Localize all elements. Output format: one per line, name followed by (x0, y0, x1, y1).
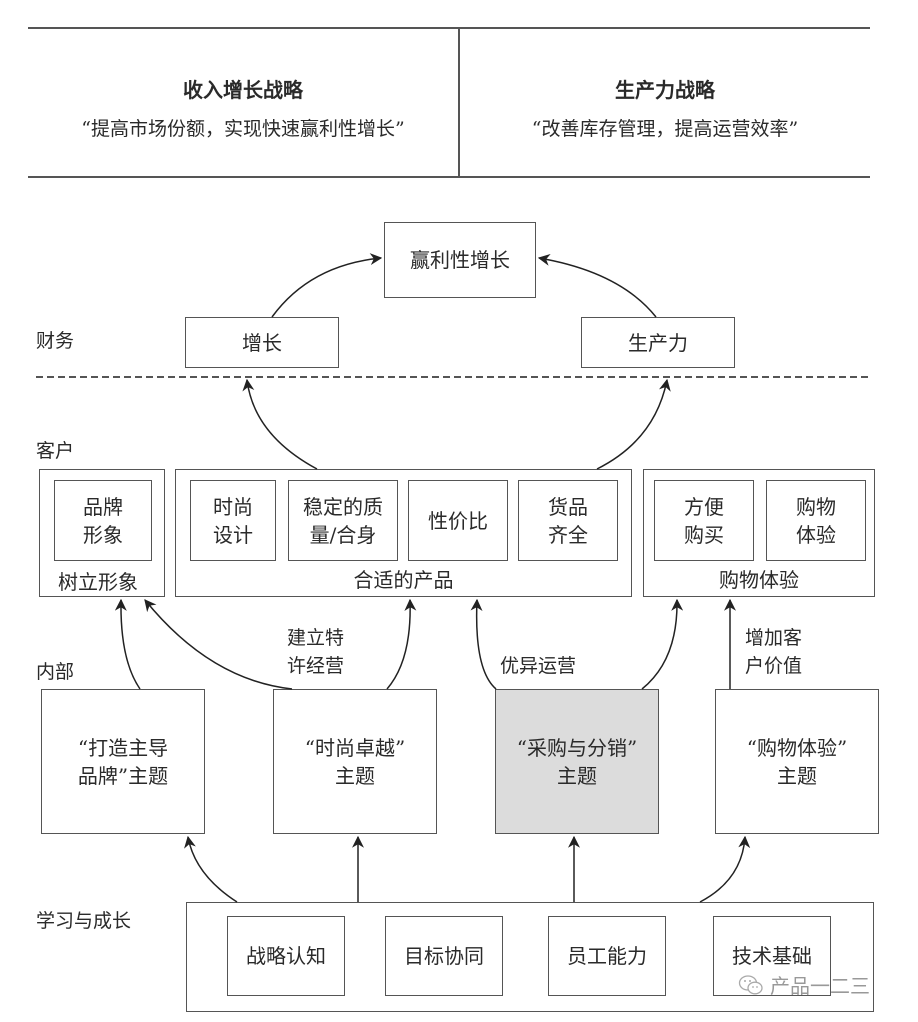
convenient-purchase-label: 方便 购买 (684, 494, 724, 547)
full-assortment-box: 货品 齐全 (518, 480, 618, 561)
theme-shopping-label: “购物体验” 主题 (746, 735, 848, 788)
edge-label-operations: 优异运营 (500, 655, 577, 677)
stable-quality-label: 稳定的质 量/合身 (303, 494, 383, 547)
watermark: 产品一二三 (738, 970, 870, 999)
theme-procurement-box: “采购与分销” 主题 (495, 689, 659, 834)
layer-label-internal: 内部 (36, 661, 75, 683)
arrow-learning-to-shopping (699, 835, 751, 903)
fashion-design-box: 时尚 设计 (190, 480, 276, 561)
watermark-text: 产品一二三 (770, 974, 870, 998)
convenient-purchase-box: 方便 购买 (654, 480, 754, 561)
staff-capability-box: 员工能力 (548, 916, 666, 996)
value-for-money-box: 性价比 (408, 480, 508, 561)
theme-brand-box: “打造主导 品牌”主题 (41, 689, 205, 834)
header-bottom-rule (28, 176, 870, 178)
stable-quality-box: 稳定的质 量/合身 (288, 480, 398, 561)
arrow-procurement-to-products (470, 598, 497, 690)
experience-group: 购物体验 (643, 469, 875, 597)
learning-group (186, 902, 874, 1012)
goal-alignment-box: 目标协同 (385, 916, 503, 996)
image-group-label: 树立形象 (58, 570, 138, 594)
productivity-box: 生产力 (581, 317, 735, 368)
arrow-fashion-to-products (386, 598, 417, 690)
header-top-rule (28, 27, 870, 29)
strategic-awareness-box: 战略认知 (227, 916, 345, 996)
product-group: 合适的产品 (175, 469, 632, 597)
theme-shopping-box: “购物体验” 主题 (715, 689, 879, 834)
theme-fashion-label: “时尚卓越” 主题 (304, 735, 406, 788)
revenue-strategy-description: “提高市场份额，实现快速赢利性增长” (81, 118, 405, 140)
tech-foundation-label: 技术基础 (732, 944, 812, 968)
arrow-fashion-to-image (144, 599, 293, 690)
growth-label: 增长 (242, 330, 282, 355)
profitable-growth-box: 赢利性增长 (384, 222, 536, 298)
shopping-experience-label: 购物 体验 (796, 494, 836, 547)
product-group-label: 合适的产品 (353, 568, 454, 592)
arrow-brand-to-image (114, 598, 141, 690)
layer-label-learning: 学习与成长 (36, 910, 132, 932)
staff-capability-label: 员工能力 (567, 944, 647, 968)
fashion-design-label: 时尚 设计 (213, 494, 253, 547)
arrow-learning-to-brand (184, 835, 238, 903)
goal-alignment-label: 目标协同 (404, 944, 484, 968)
revenue-strategy-title: 收入增长战略 (183, 78, 303, 102)
growth-box: 增长 (185, 317, 339, 368)
tech-foundation-box: 技术基础 (713, 916, 831, 996)
theme-brand-label: “打造主导 品牌”主题 (77, 735, 169, 788)
header-divider (458, 28, 460, 177)
arrow-products-to-growth (242, 378, 318, 470)
arrow-growth-to-profit (271, 253, 383, 318)
image-group: 树立形象 (39, 469, 165, 597)
productivity-label: 生产力 (628, 330, 688, 355)
productivity-strategy-description: “改善库存管理，提高运营效率” (531, 118, 799, 140)
productivity-strategy-title: 生产力战略 (615, 78, 715, 102)
value-for-money-label: 性价比 (428, 508, 488, 533)
experience-group-label: 购物体验 (719, 568, 799, 592)
arrow-productivity-to-profit (537, 253, 657, 318)
strategic-awareness-label: 战略认知 (246, 944, 326, 968)
theme-fashion-box: “时尚卓越” 主题 (273, 689, 437, 834)
full-assortment-label: 货品 齐全 (548, 494, 588, 547)
shopping-experience-box: 购物 体验 (766, 480, 866, 561)
edge-label-franchise: 建立特 许经营 (287, 627, 345, 677)
arrow-products-to-productivity (596, 378, 671, 470)
theme-procurement-label: “采购与分销” 主题 (516, 735, 638, 788)
layer-label-customer: 客户 (36, 440, 75, 462)
wechat-icon (738, 974, 763, 994)
layer-label-finance: 财务 (36, 330, 75, 352)
profitable-growth-label: 赢利性增长 (410, 248, 510, 272)
brand-image-label: 品牌 形象 (83, 494, 123, 547)
edge-label-customer-value: 增加客 户价值 (745, 627, 803, 677)
arrow-procurement-to-experience (641, 598, 684, 690)
brand-image-box: 品牌 形象 (54, 480, 152, 561)
